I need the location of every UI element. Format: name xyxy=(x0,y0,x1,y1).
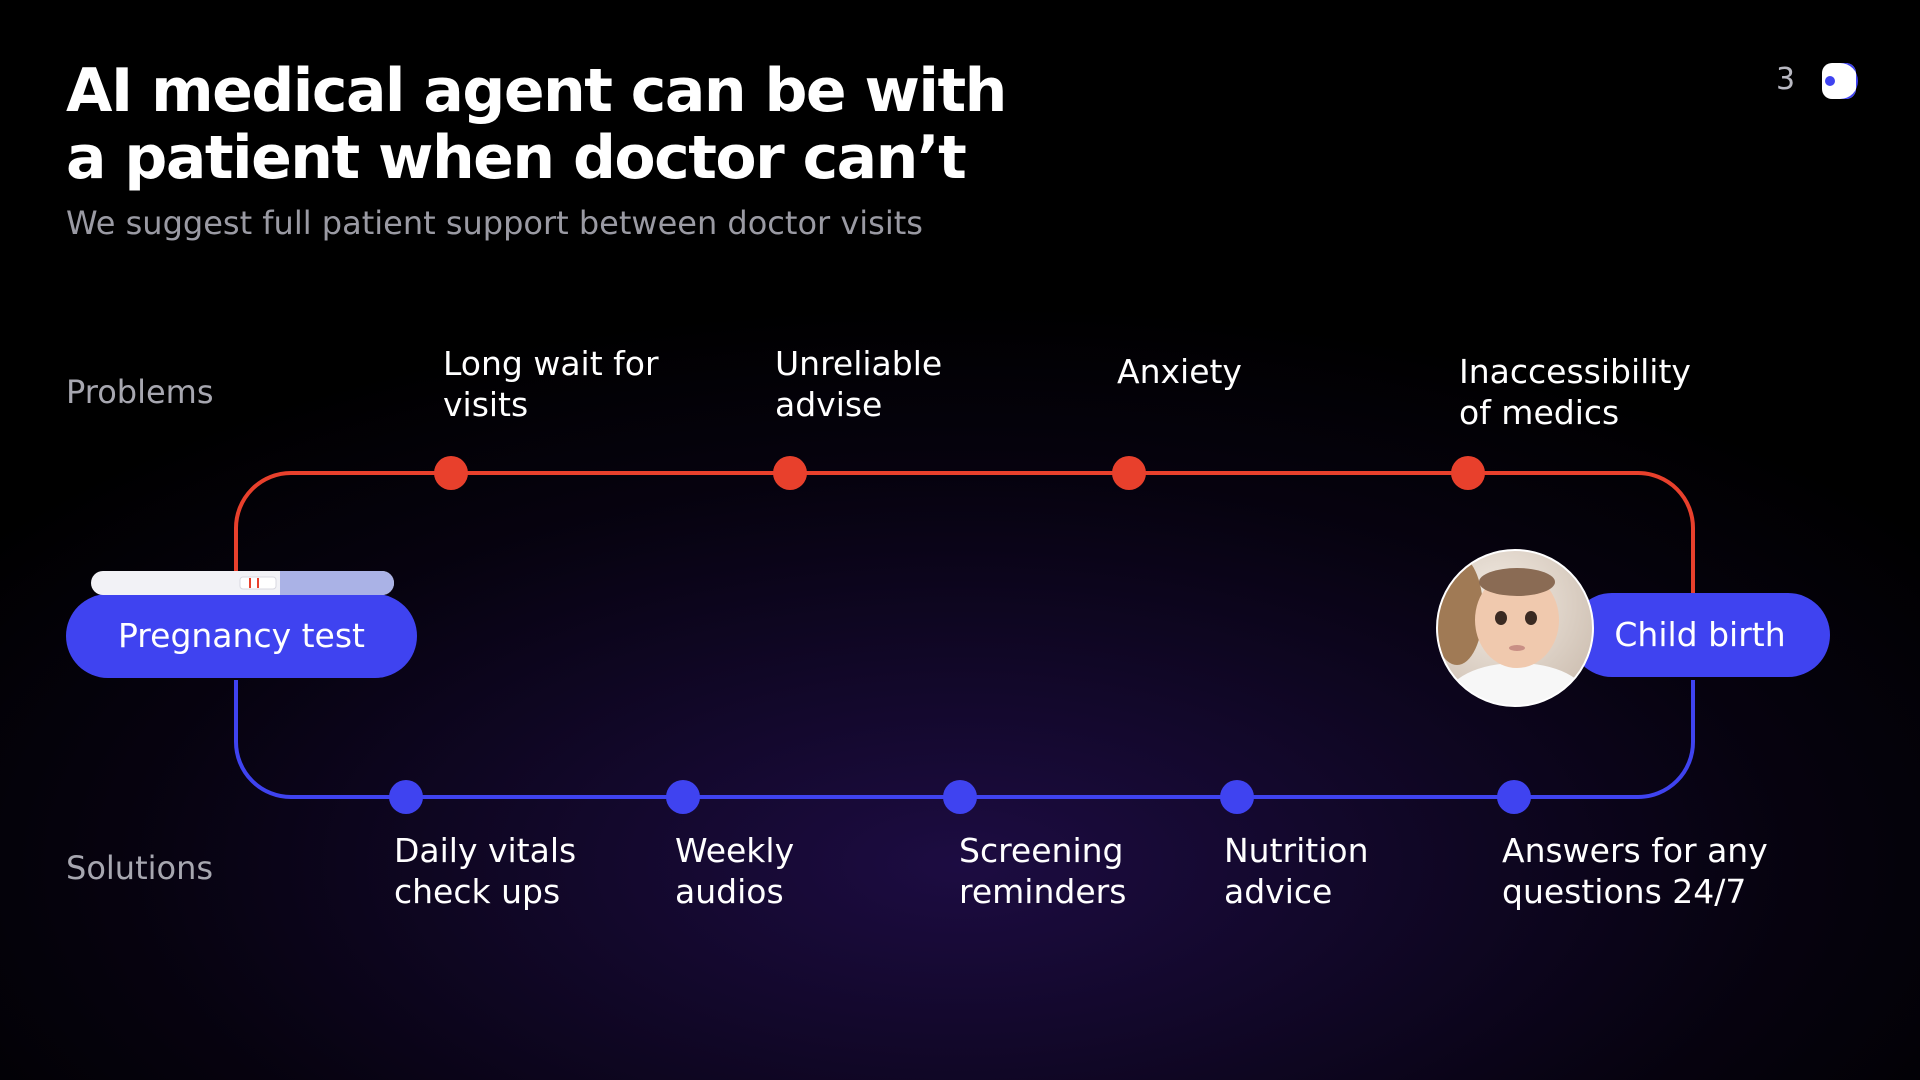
baby-photo-avatar xyxy=(1436,549,1594,707)
solution-dot-5 xyxy=(1497,780,1531,814)
page-number: 3 xyxy=(1776,62,1796,97)
solutions-row-label: Solutions xyxy=(66,849,214,887)
start-milestone-pill: Pregnancy test xyxy=(66,594,417,678)
problem-dot-3 xyxy=(1112,456,1146,490)
slide-subtitle: We suggest full patient support between … xyxy=(66,204,923,242)
solution-dot-1 xyxy=(389,780,423,814)
title-line-1: AI medical agent can be with xyxy=(66,56,1007,126)
solution-dot-3 xyxy=(943,780,977,814)
brand-logo-icon xyxy=(1822,63,1858,99)
problem-dot-2 xyxy=(773,456,807,490)
problem-dot-4 xyxy=(1451,456,1485,490)
pregnancy-test-stick-icon xyxy=(91,571,394,595)
problem-dot-1 xyxy=(434,456,468,490)
solution-dot-4 xyxy=(1220,780,1254,814)
problem-label-3: Anxiety xyxy=(1117,352,1242,391)
solution-dot-2 xyxy=(666,780,700,814)
problems-row-label: Problems xyxy=(66,373,214,411)
end-milestone-pill: Child birth xyxy=(1570,593,1830,677)
problems-track xyxy=(234,471,1695,595)
title-line-2: a patient when doctor can’t xyxy=(66,123,967,193)
slide-title: AI medical agent can be with a patient w… xyxy=(66,56,1007,193)
